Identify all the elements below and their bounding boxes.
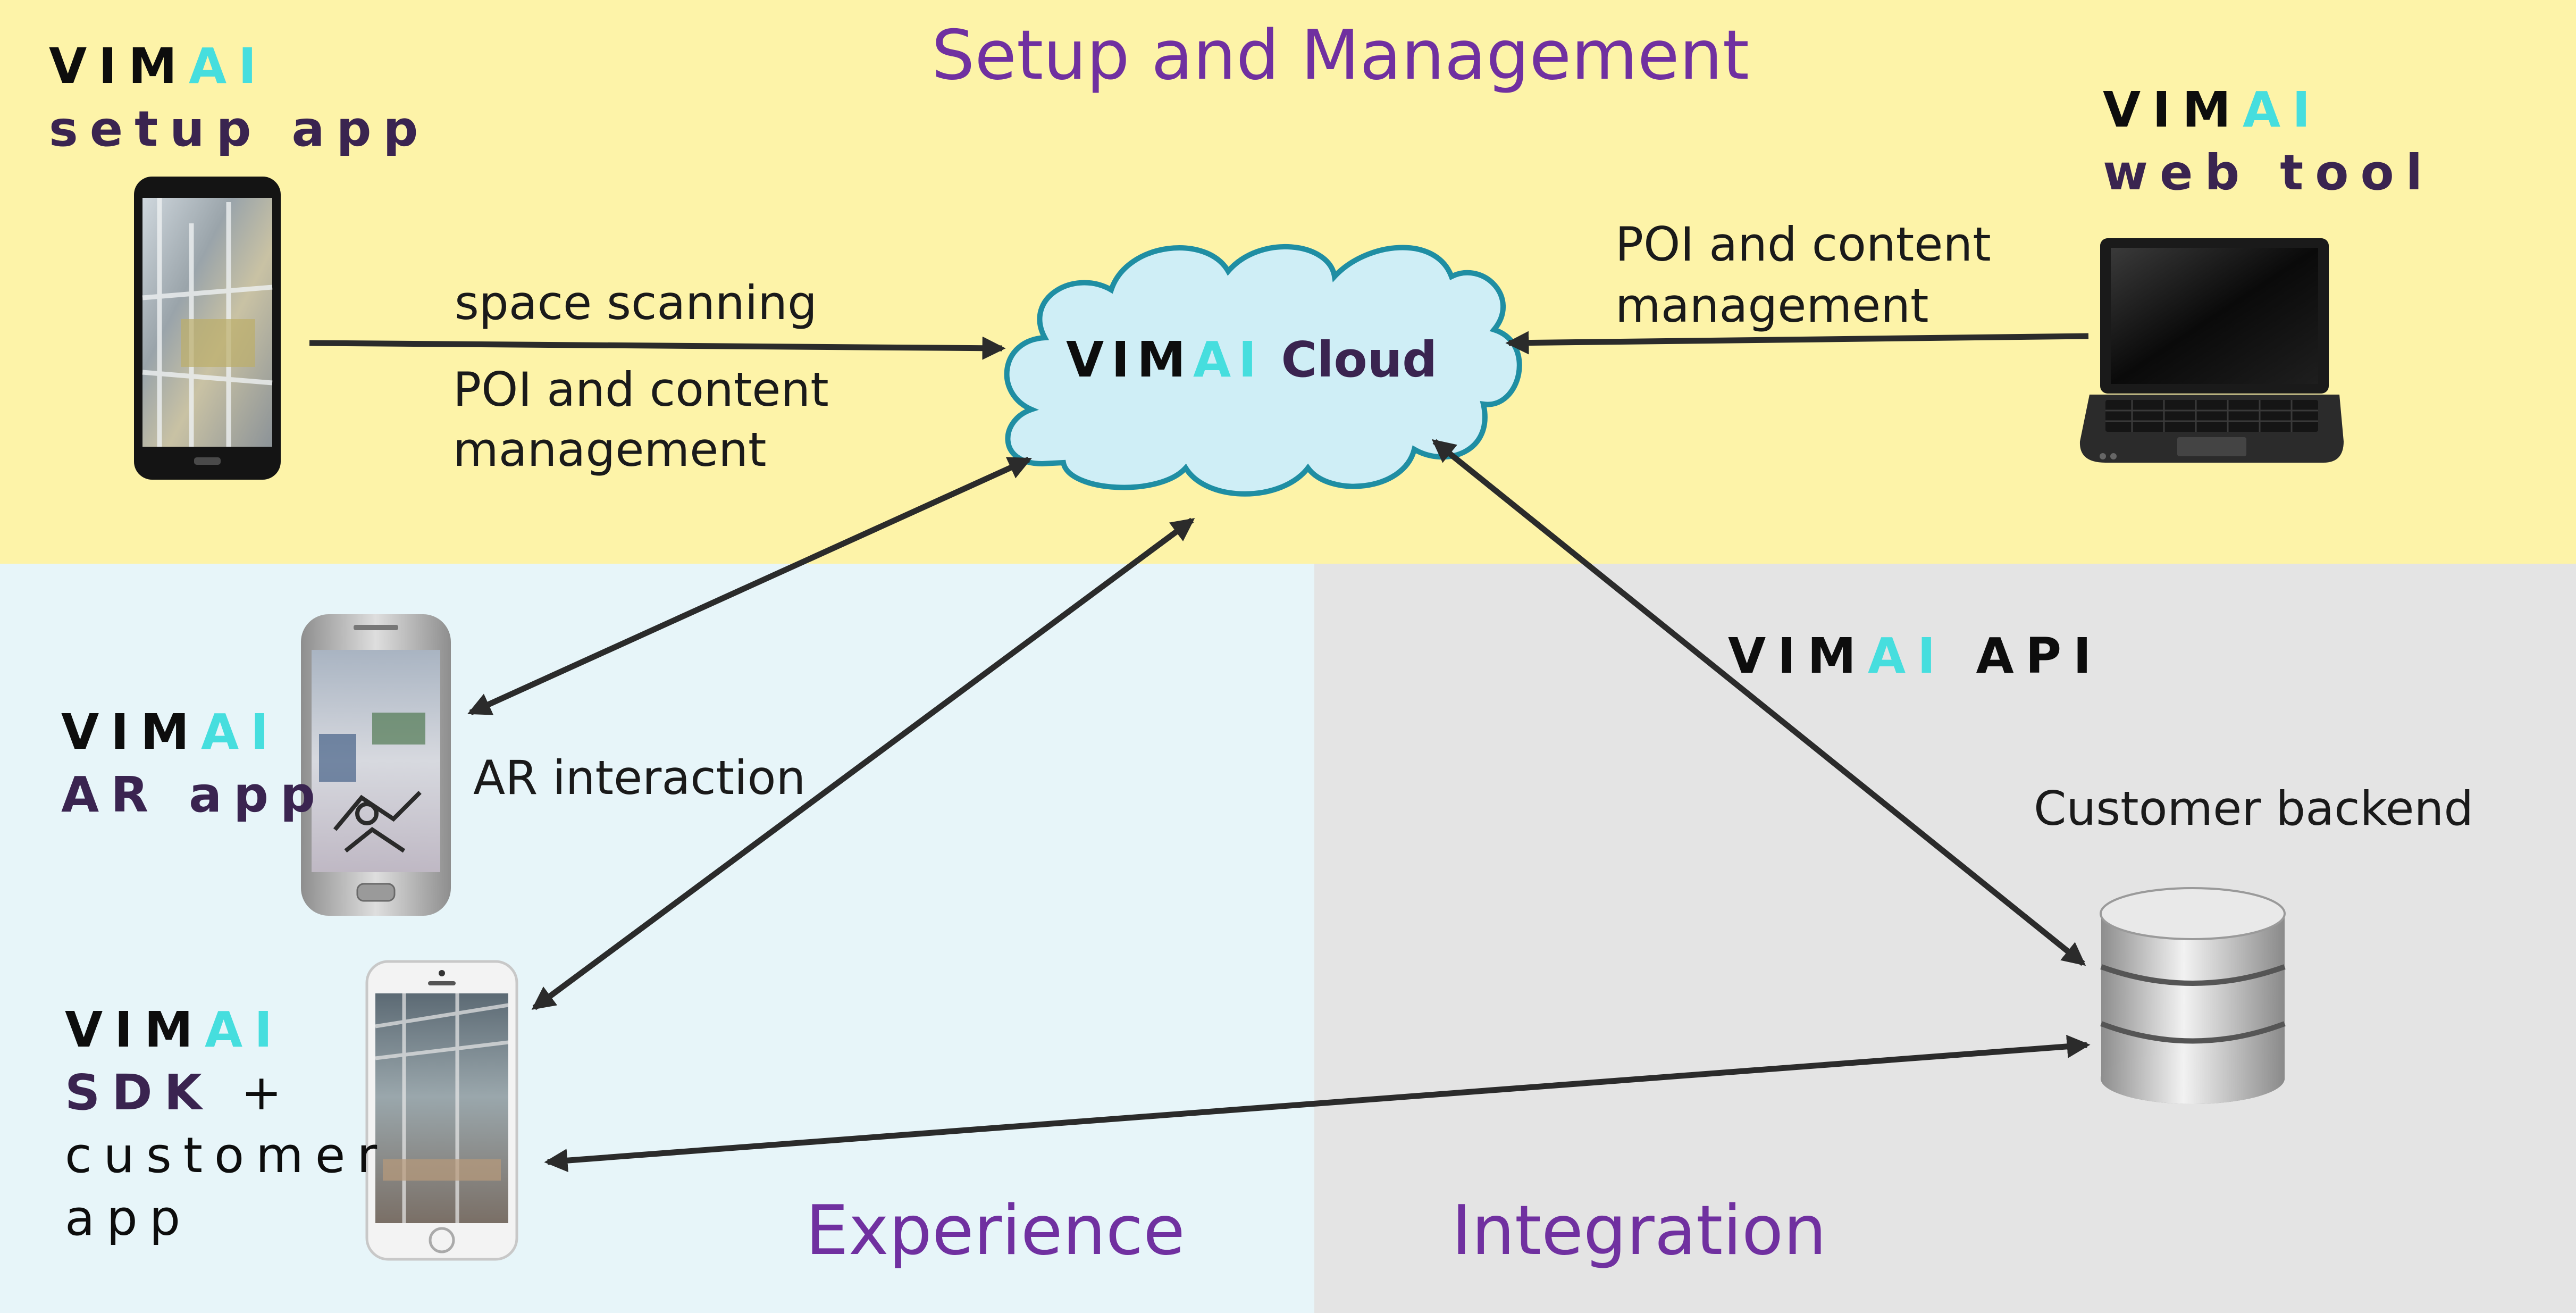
setup-management-title: Setup and Management bbox=[932, 16, 1749, 95]
database-icon bbox=[2100, 887, 2286, 1104]
poi-content-right-line2: management bbox=[1615, 278, 1929, 333]
arrow-webtool-to-cloud bbox=[1505, 331, 2089, 355]
arrow-ar-cloud bbox=[467, 456, 1033, 716]
arrow-sdk-cloud bbox=[531, 517, 1195, 1010]
cloud-icon bbox=[1004, 244, 1522, 497]
experience-title: Experience bbox=[805, 1191, 1185, 1270]
integration-title: Integration bbox=[1451, 1191, 1827, 1270]
sdk-app-label: VIMAI SDK + customer app bbox=[65, 1001, 389, 1247]
poi-content-left-line1: POI and content bbox=[453, 362, 829, 417]
ar-interaction-label: AR interaction bbox=[473, 750, 806, 805]
poi-content-left-line2: management bbox=[453, 422, 767, 477]
web-tool-label: VIMAI web tool bbox=[2103, 81, 2435, 201]
poi-content-right-line1: POI and content bbox=[1615, 217, 1991, 272]
customer-backend-label: Customer backend bbox=[2034, 781, 2474, 836]
laptop-icon bbox=[2079, 238, 2344, 463]
api-label: VIMAI API bbox=[1728, 628, 2103, 684]
cloud-label: VIMAI Cloud bbox=[1066, 331, 1438, 388]
setup-phone-icon bbox=[134, 177, 281, 480]
arrow-setup-to-cloud bbox=[309, 336, 1006, 360]
setup-app-label: VIMAI setup app bbox=[49, 38, 430, 157]
space-scanning-label: space scanning bbox=[455, 275, 817, 330]
arrow-api-cloud-backend bbox=[1431, 439, 2086, 966]
ar-app-label: VIMAI AR app bbox=[61, 704, 327, 823]
arrow-sdk-backend bbox=[544, 1034, 2091, 1173]
ar-phone-icon bbox=[301, 614, 451, 916]
sdk-phone-icon bbox=[365, 960, 518, 1261]
